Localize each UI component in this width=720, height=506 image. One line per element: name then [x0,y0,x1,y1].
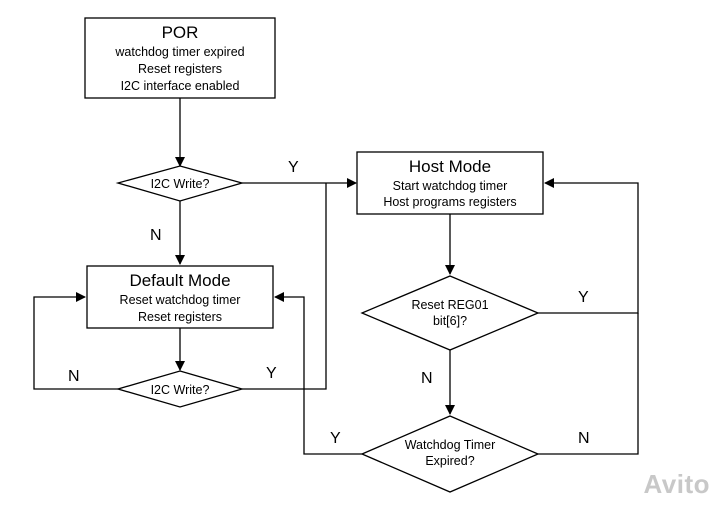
por-line-2: Reset registers [138,62,222,76]
default-mode-box: Default Mode Reset watchdog timer Reset … [86,265,274,329]
por-line-3: I2C interface enabled [121,79,240,93]
arrow-watchdog-yes-to-default [274,292,362,455]
label-i2c-bottom-no: N [68,368,80,385]
host-mode-title: Host Mode [409,157,491,176]
decision-i2c-write-bottom: I2C Write? [115,370,245,408]
decision-reset-reg-line-1: Reset REG01 [411,298,488,312]
por-title: POR [162,23,199,42]
arrow-watchdog-no-to-host [538,313,639,455]
label-reset-reg-yes: Y [578,289,589,306]
decision-watchdog-line-2: Expired? [425,454,474,468]
host-mode-line-2: Host programs registers [383,195,516,209]
por-line-1: watchdog timer expired [114,45,244,59]
label-i2c-top-yes: Y [288,159,299,176]
default-mode-line-1: Reset watchdog timer [120,293,241,307]
decision-watchdog-expired: Watchdog Timer Expired? [360,415,540,493]
label-i2c-bottom-yes: Y [266,365,277,382]
label-i2c-top-no: N [150,227,162,244]
default-mode-line-2: Reset registers [138,310,222,324]
decision-i2c-write-top: I2C Write? [115,165,245,202]
watermark-logo: Avito [643,469,710,500]
arrow-i2c-bottom-yes-to-host [242,183,327,390]
label-reset-reg-no: N [421,370,433,387]
decision-reset-reg01: Reset REG01 bit[6]? [360,275,540,351]
label-watchdog-no: N [578,430,590,447]
host-mode-box: Host Mode Start watchdog timer Host prog… [356,151,544,215]
arrow-reset-reg-yes-to-host [538,178,639,314]
decision-i2c-top-label: I2C Write? [151,177,210,191]
default-mode-title: Default Mode [129,271,230,290]
watermark-text: Avito [643,469,710,499]
host-mode-line-1: Start watchdog timer [393,179,508,193]
por-box: POR watchdog timer expired Reset registe… [84,17,276,99]
decision-i2c-bottom-label: I2C Write? [151,383,210,397]
label-watchdog-yes: Y [330,430,341,447]
decision-reset-reg-line-2: bit[6]? [433,314,467,328]
arrow-i2c-bottom-no-loop [33,292,118,390]
decision-watchdog-line-1: Watchdog Timer [405,438,496,452]
